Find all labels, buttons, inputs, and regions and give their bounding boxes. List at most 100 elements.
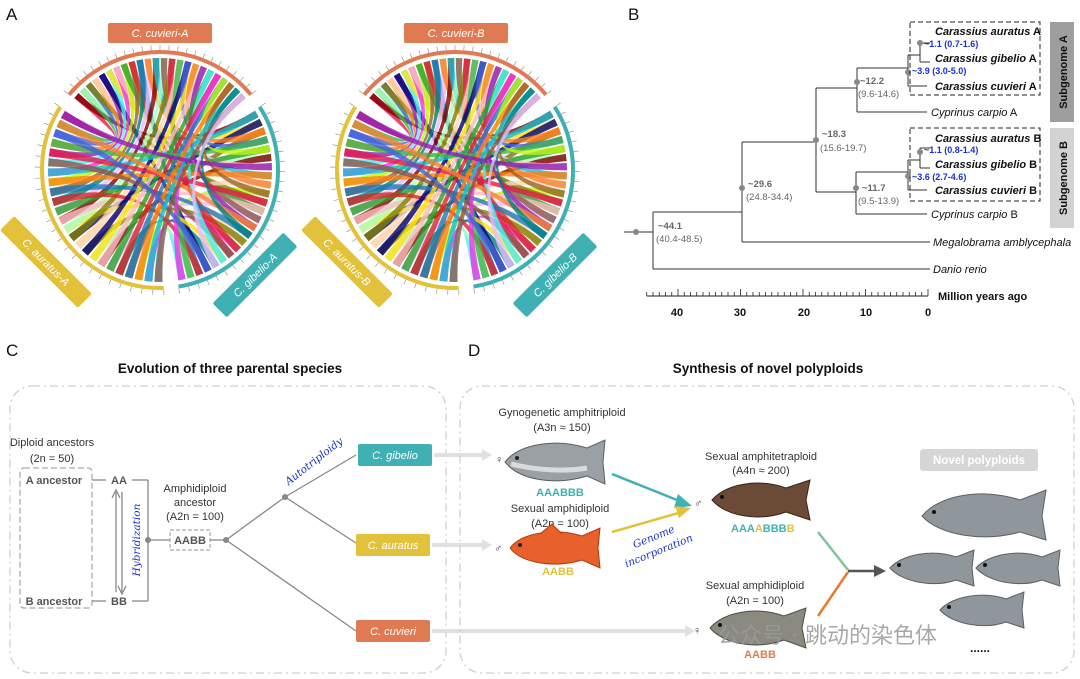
circos-tick: [436, 288, 438, 294]
node-age-3: ~12.2: [860, 76, 884, 87]
circos-tick: [409, 53, 413, 59]
circos-tick: [41, 209, 47, 212]
circos-tick: [224, 270, 228, 276]
taxon-auratus-b: Carassius auratus B: [935, 133, 1041, 145]
circos-tick: [141, 288, 143, 294]
gyno-label-2: (A3n ≈ 150): [533, 422, 590, 434]
circos-ribbon: [50, 77, 121, 152]
circos-tick: [480, 47, 483, 53]
gyno-genotype: AAABBB: [536, 487, 584, 499]
panel-d-title: Synthesis of novel polyploids: [673, 361, 864, 376]
panel-b-letter: B: [628, 5, 639, 24]
svg-text:C. auratus: C. auratus: [368, 540, 419, 552]
circos-tick: [272, 209, 278, 213]
circos-ribbon: [106, 69, 215, 272]
circos-plot-a: [35, 45, 285, 295]
time-axis: [646, 289, 929, 297]
circos-tick: [554, 236, 560, 240]
circos-tick: [210, 56, 214, 62]
amphidiploid-label-1: Amphidiploid: [164, 483, 227, 495]
sexdip-genotype: AABB: [542, 566, 574, 578]
circos-tick: [346, 229, 351, 233]
circos-tick: [259, 236, 265, 240]
circos-tick: [519, 270, 523, 276]
novel-polyploids-badge: [920, 449, 1038, 471]
subgenome-b-bar: [1050, 128, 1074, 228]
circos-tick: [472, 46, 474, 52]
subgenome-a-label: Subgenome A: [1058, 35, 1070, 109]
circos-tick: [339, 122, 344, 126]
merge-arrows: [816, 531, 876, 617]
circos-tick: [483, 286, 485, 292]
a-ancestor-label: A ancestor: [26, 475, 83, 487]
circos-tick: [565, 120, 571, 124]
circos-ribbon: [429, 82, 530, 281]
panel-c-title: Evolution of three parental species: [118, 361, 342, 376]
label-cuvieri-b: C. cuvieri-B: [404, 23, 508, 43]
subgenome-a-bar: [1050, 22, 1074, 122]
circos-ribbon: [188, 65, 258, 232]
novel-polyploids-label: Novel polyploids: [933, 455, 1025, 467]
circos-tick: [436, 46, 438, 52]
circos-tick: [492, 283, 495, 289]
svg-text:C. gibelio-B: C. gibelio-B: [531, 251, 580, 300]
fish-gibelio: [504, 439, 606, 485]
circos-ribbon: [85, 82, 269, 207]
circos-tick: [35, 155, 41, 157]
node-age-9: ~44.1: [658, 221, 683, 232]
circos-ribbon: [349, 58, 447, 216]
circos-tick: [541, 83, 546, 88]
circos-tick: [371, 76, 375, 82]
circos-tick: [542, 251, 547, 256]
circos-ribbon: [54, 58, 152, 216]
circos-sector-ring: [67, 50, 253, 97]
circos-tick: [206, 280, 210, 286]
phylogenetic-tree: [624, 42, 930, 270]
circos-tick: [510, 275, 514, 281]
b-ancestor-label: B ancestor: [26, 596, 84, 608]
circos-tick: [202, 53, 206, 59]
circos-tick: [106, 56, 110, 62]
circos-tick: [46, 219, 51, 223]
circos-tick: [278, 150, 284, 152]
circos-tick: [98, 60, 102, 66]
sexdip2-genotype: AABB: [744, 649, 776, 661]
circos-ribbon: [480, 63, 567, 189]
circos-ribbon: [343, 72, 418, 158]
circos-ribbon: [200, 87, 253, 239]
circos-tick: [273, 130, 279, 133]
axis-tick-30: 30: [734, 307, 746, 319]
circos-tick: [414, 283, 417, 289]
circos-ribbon: [48, 110, 259, 177]
tetra-label-1: Sexual amphitetraploid: [705, 451, 817, 463]
circos-tick: [333, 199, 339, 201]
circos-ribbon: [494, 77, 566, 155]
circos-tick: [69, 83, 74, 88]
circos-tick: [418, 50, 421, 56]
speciation-node-1: [223, 537, 229, 543]
circos-ribbon: [136, 59, 204, 276]
circos-tick: [108, 279, 112, 285]
circos-tick: [80, 262, 84, 267]
circos-ribbon: [124, 77, 228, 279]
sexdip-label-1: Sexual amphidiploid: [511, 503, 609, 515]
hybridization-label: Hybridization: [131, 503, 143, 577]
circos-tick: [76, 76, 80, 82]
circos-tick: [132, 47, 135, 53]
circos-ribbon: [392, 65, 502, 268]
circos-tick: [278, 190, 284, 193]
subgenome-b-box: [909, 127, 1041, 202]
circos-sector-ring: [335, 105, 459, 290]
node-ci-9: (40.4-48.5): [656, 234, 702, 245]
circos-ribbon: [495, 87, 548, 239]
circos-ribbon: [48, 171, 272, 187]
circos-tick: [264, 227, 270, 231]
circos-tick: [194, 50, 197, 56]
circos-ribbon: [346, 192, 499, 276]
circos-tick: [141, 46, 143, 52]
circos-tick: [378, 71, 382, 76]
circos-tick: [573, 190, 579, 193]
circos-sector-ring: [40, 105, 164, 290]
circos-tick: [252, 90, 257, 94]
circos-ribbon: [81, 60, 192, 256]
